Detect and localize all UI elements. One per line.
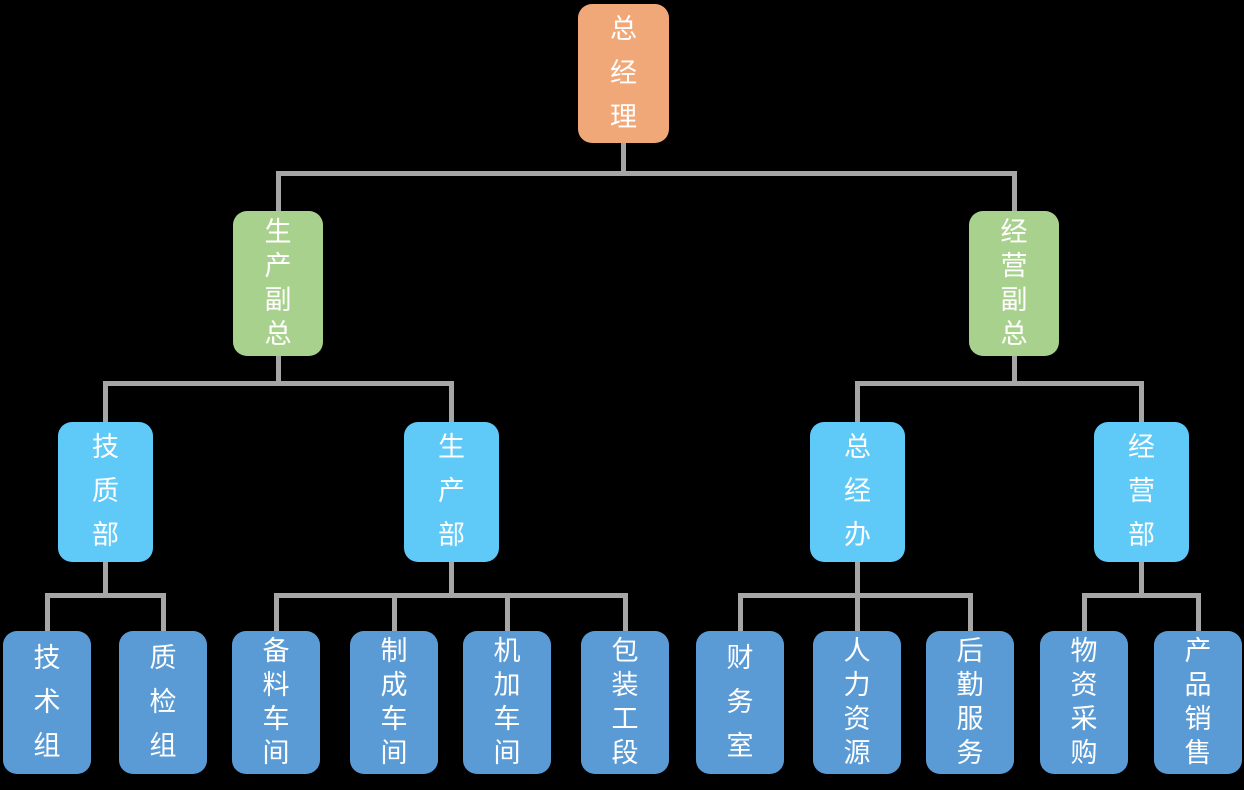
org-node-scfz: 生产副总	[233, 211, 323, 356]
connector-bar	[44, 593, 166, 598]
connector-child-stem	[275, 171, 281, 211]
org-node-bzgd: 包装工段	[581, 631, 669, 774]
connector-child-stem	[1081, 593, 1087, 631]
connector-child-stem	[504, 593, 510, 631]
org-node-label: 人力资源	[843, 635, 871, 769]
connector-parent-stem	[621, 143, 626, 176]
connector-child-stem	[160, 593, 166, 631]
org-node-jsz: 技术组	[3, 631, 91, 774]
org-node-label: 备料车间	[262, 635, 290, 769]
org-node-wzcg: 物资采购	[1040, 631, 1128, 774]
org-node-label: 质检组	[149, 642, 177, 762]
connector-child-stem	[622, 593, 628, 631]
org-node-scb: 生产部	[404, 422, 499, 562]
org-node-label: 包装工段	[611, 635, 639, 769]
connector-child-stem	[854, 593, 860, 631]
connector-parent-stem	[449, 562, 454, 598]
org-node-label: 机加车间	[493, 635, 521, 769]
connector-child-stem	[391, 593, 397, 631]
org-node-label: 经营副总	[1000, 216, 1028, 350]
connector-child-stem	[1195, 593, 1201, 631]
connector-child-stem	[449, 381, 454, 422]
connector-child-stem	[273, 593, 279, 631]
org-node-label: 总经理	[610, 13, 637, 133]
connector-parent-stem	[275, 356, 281, 386]
org-node-label: 物资采购	[1070, 635, 1098, 769]
connector-child-stem	[855, 381, 860, 422]
org-node-cpxs: 产品销售	[1154, 631, 1242, 774]
connector-child-stem	[44, 593, 50, 631]
org-node-cws: 财务室	[696, 631, 784, 774]
org-node-label: 财务室	[726, 642, 754, 762]
org-node-label: 技术组	[33, 642, 61, 762]
org-node-rlzy: 人力资源	[813, 631, 901, 774]
org-node-jzb: 技质部	[58, 422, 153, 562]
org-node-jyfz: 经营副总	[969, 211, 1059, 356]
connector-parent-stem	[1139, 562, 1144, 598]
org-node-hqfw: 后勤服务	[926, 631, 1014, 774]
org-node-label: 经营部	[1128, 432, 1155, 551]
connector-bar	[275, 171, 1017, 176]
org-node-label: 总经办	[844, 432, 871, 551]
org-node-label: 产品销售	[1184, 635, 1212, 769]
connector-parent-stem	[103, 562, 108, 598]
org-node-zjz: 质检组	[119, 631, 207, 774]
org-node-jjcj: 机加车间	[463, 631, 551, 774]
connector-child-stem	[1011, 171, 1017, 211]
connector-child-stem	[103, 381, 108, 422]
org-node-zjb: 总经办	[810, 422, 905, 562]
connector-bar	[103, 381, 454, 386]
org-node-jyb: 经营部	[1094, 422, 1189, 562]
org-node-zccj: 制成车间	[350, 631, 438, 774]
connector-child-stem	[737, 593, 743, 631]
connector-parent-stem	[855, 562, 860, 598]
org-node-label: 技质部	[92, 432, 119, 551]
connector-bar	[273, 593, 628, 598]
connector-child-stem	[967, 593, 973, 631]
connector-parent-stem	[1011, 356, 1017, 386]
org-node-label: 制成车间	[380, 635, 408, 769]
org-node-zjl: 总经理	[578, 4, 669, 143]
connector-bar	[855, 381, 1144, 386]
connector-child-stem	[1139, 381, 1144, 422]
connector-bar	[1081, 593, 1201, 598]
org-node-label: 后勤服务	[956, 635, 984, 769]
org-node-label: 生产副总	[264, 216, 292, 350]
org-node-label: 生产部	[438, 432, 465, 551]
org-node-blcj: 备料车间	[232, 631, 320, 774]
